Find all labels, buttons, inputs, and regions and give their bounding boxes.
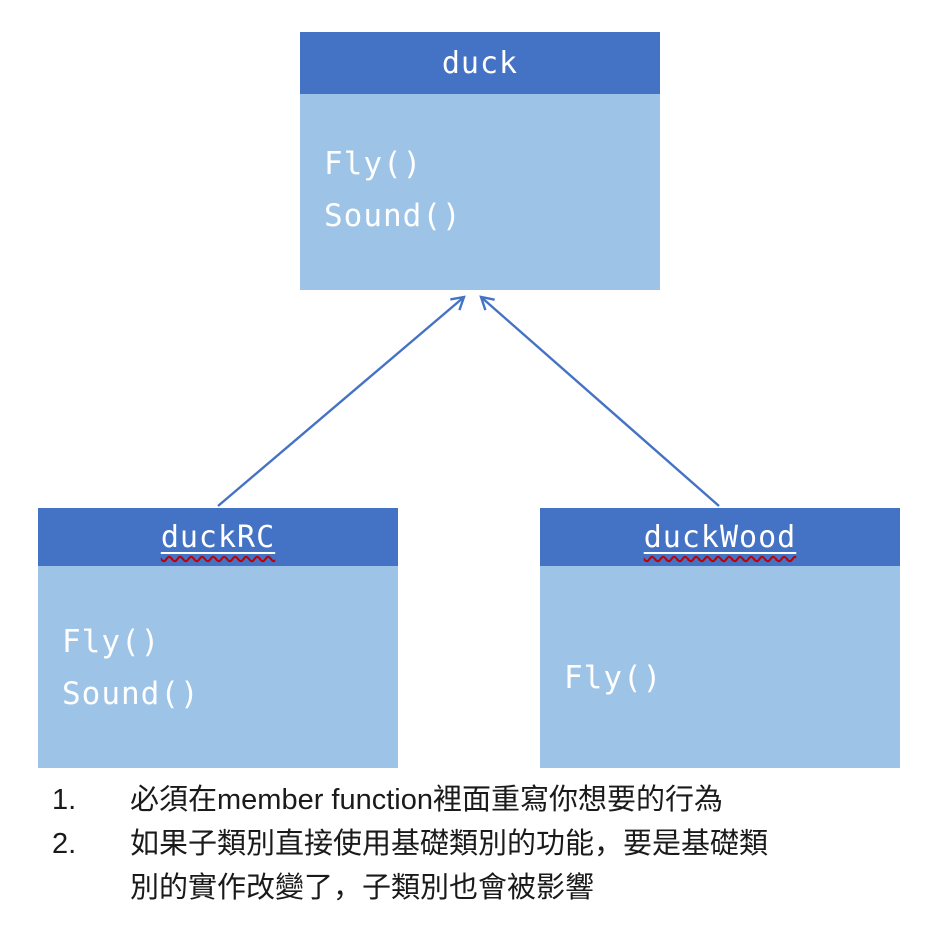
class-title-duckrc: duckRC	[160, 519, 276, 555]
method-duckrc-fly: Fly()	[62, 624, 161, 660]
notes-list: 1. 必須在member function裡面重寫你想要的行為 2. 如果子類別…	[52, 778, 912, 910]
note-number-1: 1.	[52, 784, 77, 816]
class-header-duckwood: duckWood	[540, 508, 900, 566]
class-body-duckrc: Fly() Sound()	[38, 566, 398, 768]
class-body-duckwood: Fly()	[540, 566, 900, 768]
method-duckwood-fly: Fly()	[564, 660, 663, 696]
note-item-1: 1. 必須在member function裡面重寫你想要的行為	[52, 778, 912, 822]
inheritance-arrow-right	[479, 295, 720, 507]
class-title-duckwood: duckWood	[643, 519, 797, 555]
note-number-2: 2.	[52, 828, 77, 860]
note-item-2: 2. 如果子類別直接使用基礎類別的功能，要是基礎類別的實作改變了，子類別也會被影…	[52, 822, 912, 910]
class-box-duck: duck Fly() Sound()	[300, 32, 660, 290]
class-title-duckrc-underline: duckRC	[161, 520, 275, 555]
note-text-1: 必須在member function裡面重寫你想要的行為	[130, 784, 723, 816]
method-duck-fly: Fly()	[324, 146, 423, 182]
class-title-duck: duck	[441, 45, 519, 81]
class-header-duck: duck	[300, 32, 660, 94]
class-box-duckrc: duckRC Fly() Sound()	[38, 508, 398, 768]
inheritance-arrow-left	[217, 295, 466, 507]
class-box-duckwood: duckWood Fly()	[540, 508, 900, 768]
note-text-2: 如果子類別直接使用基礎類別的功能，要是基礎類別的實作改變了，子類別也會被影響	[130, 828, 769, 904]
method-duckrc-sound: Sound()	[62, 676, 200, 712]
class-body-duck: Fly() Sound()	[300, 94, 660, 290]
method-duck-sound: Sound()	[324, 198, 462, 234]
class-header-duckrc: duckRC	[38, 508, 398, 566]
class-title-duckwood-underline: duckWood	[644, 520, 797, 555]
